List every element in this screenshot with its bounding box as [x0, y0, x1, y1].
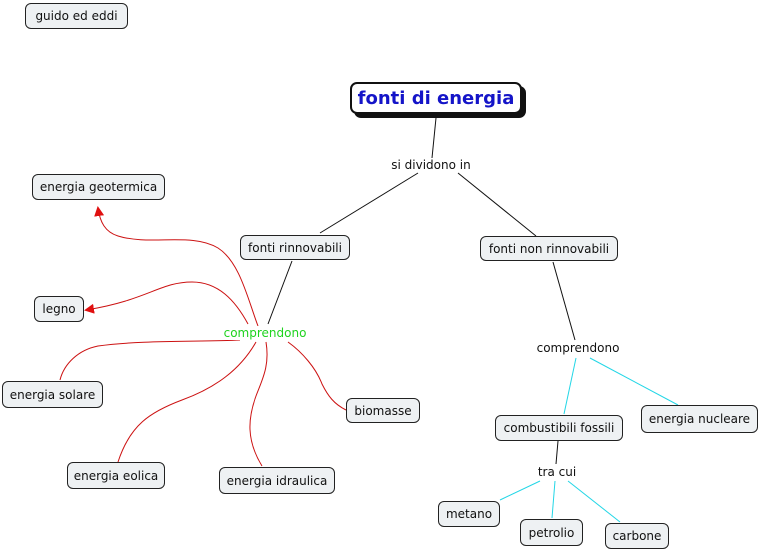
- author-node: guido ed eddi: [25, 3, 128, 29]
- connector-to-geotermica: [94, 206, 259, 327]
- node-fonti-rinnovabili: fonti rinnovabili: [240, 235, 350, 260]
- node-combustibili-fossili: combustibili fossili: [495, 415, 623, 441]
- node-metano: metano: [438, 501, 500, 527]
- node-petrolio: petrolio: [520, 519, 583, 546]
- connector-combustibili-to-tra-cui: [555, 440, 559, 465]
- connector-to-carbone: [567, 480, 621, 523]
- link-label-tra-cui: tra cui: [535, 465, 579, 479]
- title-node: fonti di energia: [350, 82, 522, 114]
- connector-to-nucleare: [589, 357, 679, 406]
- link-label-comprendono-non-rinnovabili: comprendono: [534, 341, 622, 355]
- connector-to-biomasse: [287, 341, 347, 411]
- node-legno: legno: [34, 296, 84, 322]
- connector-non-rinnovabili-to-comprendono: [552, 261, 576, 341]
- connector-to-combustibili: [563, 357, 577, 415]
- connector-to-petrolio: [551, 480, 556, 519]
- connector-rinnovabili-to-comprendono: [267, 260, 293, 325]
- node-biomasse: biomasse: [346, 398, 420, 423]
- node-energia-geotermica: energia geotermica: [32, 174, 165, 200]
- node-carbone: carbone: [605, 523, 669, 549]
- connector-to-legno: [84, 281, 249, 325]
- node-energia-eolica: energia eolica: [67, 462, 165, 489]
- node-fonti-non-rinnovabili: fonti non rinnovabili: [480, 236, 618, 261]
- connector-to-solare: [59, 339, 241, 381]
- link-label-si-dividono-in: si dividono in: [389, 158, 473, 172]
- node-energia-solare: energia solare: [2, 381, 103, 408]
- node-energia-idraulica: energia idraulica: [219, 467, 335, 494]
- connector-divide-to-rinnovabili: [319, 172, 419, 234]
- connector-to-idraulica: [249, 341, 268, 467]
- connector-title-to-divide: [431, 117, 437, 159]
- connector-to-metano: [499, 480, 541, 501]
- node-energia-nucleare: energia nucleare: [641, 405, 758, 433]
- link-label-comprendono-rinnovabili: comprendono: [221, 326, 309, 340]
- connector-divide-to-non-rinnovabili: [457, 172, 537, 237]
- connector-to-eolica: [117, 341, 257, 463]
